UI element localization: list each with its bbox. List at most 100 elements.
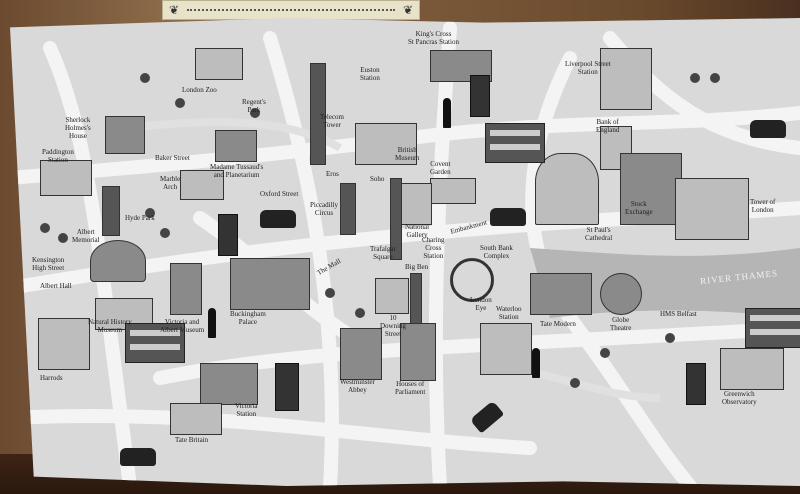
label-natural-history: Natural History Museum (88, 318, 132, 334)
red-phone-box (470, 75, 490, 117)
label-charing-cross: Charing Cross Station (422, 236, 445, 260)
label-kensington: Kensington High Street (32, 256, 65, 272)
label-trafalgar: Trafalgar Square (370, 245, 396, 261)
tree (600, 348, 610, 358)
buckingham-palace (230, 258, 310, 310)
label-euston: Euston Station (360, 66, 380, 82)
red-phone-box (218, 214, 238, 256)
label-tower-of-london: Tower of London (750, 198, 776, 214)
road (428, 21, 457, 486)
tree (140, 73, 150, 83)
london-eye (450, 258, 494, 302)
downing-street-building (375, 278, 409, 314)
label-paddington: Paddington Station (42, 148, 74, 164)
label-hyde-park: Hyde Park (125, 214, 155, 222)
black-cab (260, 210, 296, 228)
label-piccadilly: Piccadilly Circus (310, 201, 338, 217)
tree (145, 208, 155, 218)
paddington-station-building (40, 160, 92, 196)
guard-figure (532, 348, 540, 378)
tree (40, 223, 50, 233)
telecom-tower (310, 63, 326, 165)
label-big-ben: Big Ben (405, 263, 429, 271)
label-london-eye: London Eye (470, 296, 492, 312)
covent-garden-building (430, 178, 476, 204)
label-downing-street: 10 Downing Street (380, 314, 407, 338)
tower-of-london (675, 178, 749, 240)
river-thames (530, 248, 800, 318)
kings-cross-station-building (430, 50, 492, 82)
label-london-zoo: London Zoo (182, 86, 217, 94)
road (10, 408, 537, 455)
marble-arch (180, 170, 224, 200)
double-decker-bus (745, 308, 800, 348)
road (263, 31, 339, 486)
albert-hall-lower-building (95, 298, 153, 330)
label-greenwich: Greenwich Observatory (722, 390, 757, 406)
label-tate-britain: Tate Britain (175, 436, 209, 444)
tate-britain-building (170, 403, 222, 435)
label-tate-modern: Tate Modern (540, 320, 576, 328)
double-decker-bus (485, 123, 545, 163)
tree (325, 288, 335, 298)
label-stock-exchange: Stock Exchange (625, 200, 653, 216)
illustrated-london-map: King's Cross St Pancras Station Euston S… (10, 18, 800, 486)
label-harrods: Harrods (40, 374, 63, 382)
victoria-station-building (200, 363, 258, 405)
tree (710, 73, 720, 83)
tree (665, 333, 675, 343)
madame-tussauds-building (215, 130, 257, 162)
black-cab (490, 208, 526, 226)
label-houses-of-parliament: Houses of Parliament (395, 380, 426, 396)
label-marble-arch: Marble Arch (160, 175, 181, 191)
albert-hall-building (90, 240, 146, 282)
double-decker-bus (125, 323, 185, 363)
tree (570, 378, 580, 388)
black-cab (750, 120, 786, 138)
ornament-icon: ❦ (169, 3, 180, 17)
eros-statue (340, 183, 356, 235)
label-baker-street: Baker Street (155, 154, 190, 162)
framed-card-top: ❦ ❦ (162, 0, 420, 20)
st-pauls-cathedral (535, 153, 599, 225)
dotted-border (187, 9, 395, 11)
label-regents-park: Regent's Park (242, 98, 266, 114)
label-bank-of-england: Bank of England (596, 118, 620, 134)
label-westminster-abbey: Westminster Abbey (340, 378, 375, 394)
london-zoo-building (195, 48, 243, 80)
albert-memorial (102, 186, 120, 236)
guard-figure (208, 308, 216, 338)
black-cab (120, 448, 156, 466)
label-albert-memorial: Albert Memorial (72, 228, 100, 244)
label-national-gallery: National Gallery (405, 223, 430, 239)
label-liverpool-street: Liverpool Street Station (565, 60, 611, 76)
tree (175, 98, 185, 108)
houses-of-parliament (400, 323, 436, 381)
label-globe: Globe Theatre (610, 316, 632, 332)
red-phone-box (275, 363, 299, 411)
label-st-pauls: St Paul's Cathedral (585, 226, 613, 242)
guard-figure (443, 98, 451, 128)
label-eros: Eros (326, 170, 339, 178)
ornament-icon: ❦ (402, 3, 413, 17)
waterloo-station-building (480, 323, 532, 375)
label-hms-belfast: HMS Belfast (660, 310, 697, 318)
british-museum-building (355, 123, 417, 165)
red-phone-box (686, 363, 706, 405)
tree (355, 308, 365, 318)
tree (58, 233, 68, 243)
westminster-abbey (340, 328, 382, 380)
tate-modern-building (530, 273, 592, 315)
label-british-museum: British Museum (395, 146, 420, 162)
label-albert-hall: Albert Hall (40, 282, 72, 290)
sherlock-holmes-house (105, 116, 145, 154)
label-waterloo: Waterloo Station (496, 305, 522, 321)
stock-exchange-building (620, 153, 682, 225)
label-va-museum: Victoria and Albert Museum (160, 318, 205, 334)
liverpool-street-building (600, 48, 652, 110)
tree (250, 108, 260, 118)
label-sherlock-holmes: Sherlock Holmes's House (65, 116, 91, 140)
label-covent-garden: Covent Garden (430, 160, 451, 176)
tree (160, 228, 170, 238)
va-museum-building (170, 263, 202, 315)
